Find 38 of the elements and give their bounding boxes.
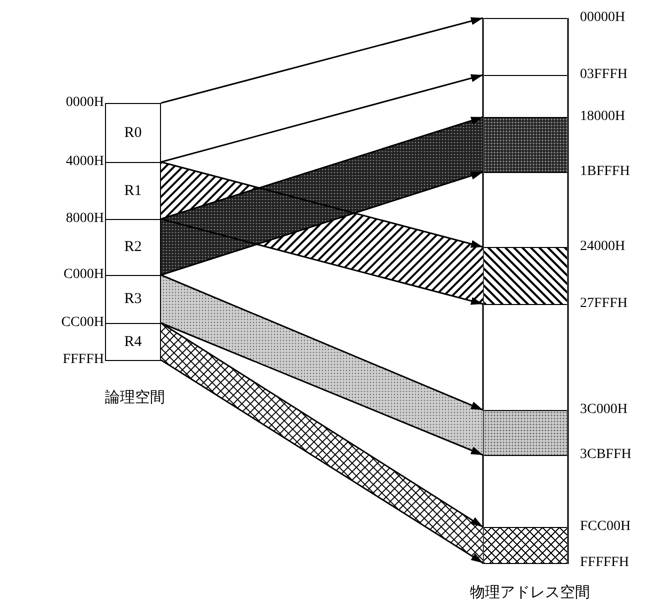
arrow (160, 322, 484, 456)
column-caption: 論理空間 (104, 388, 166, 407)
region-box: R0 (105, 103, 161, 163)
address-label: 24000H (580, 239, 626, 255)
address-label: FCC00H (580, 519, 631, 535)
arrow (160, 17, 484, 104)
address-label: 00000H (580, 10, 626, 26)
address-label: 3CBFFH (580, 447, 632, 463)
arrow (160, 218, 484, 305)
arrow (160, 171, 484, 276)
region-box: R3 (105, 275, 161, 324)
memory-segment (484, 527, 567, 564)
address-label: 4000H (66, 154, 104, 170)
address-label: C000H (64, 267, 104, 283)
address-label: 1BFFFH (580, 164, 630, 180)
region-box: R1 (105, 162, 161, 220)
memory-segment (484, 18, 567, 76)
memory-segment (484, 117, 567, 173)
address-label: CC00H (61, 315, 104, 331)
address-label: FFFFH (62, 352, 104, 368)
region-box: R2 (105, 219, 161, 276)
arrow (160, 161, 484, 248)
memory-segment (484, 247, 567, 305)
address-label: 3C000H (580, 402, 628, 418)
address-label: 8000H (66, 211, 104, 227)
address-label: 0000H (66, 95, 104, 111)
arrow (160, 274, 484, 411)
memory-segment (484, 410, 567, 456)
arrow (160, 359, 484, 564)
arrow (160, 74, 484, 163)
address-label: 03FFFH (580, 67, 628, 83)
address-label: 18000H (580, 109, 626, 125)
arrow (160, 322, 484, 528)
address-label: FFFFFH (580, 555, 630, 571)
address-label: 27FFFH (580, 296, 628, 312)
region-box: R4 (105, 323, 161, 361)
column-caption: 物理アドレス空間 (470, 583, 590, 602)
arrow (160, 116, 484, 220)
